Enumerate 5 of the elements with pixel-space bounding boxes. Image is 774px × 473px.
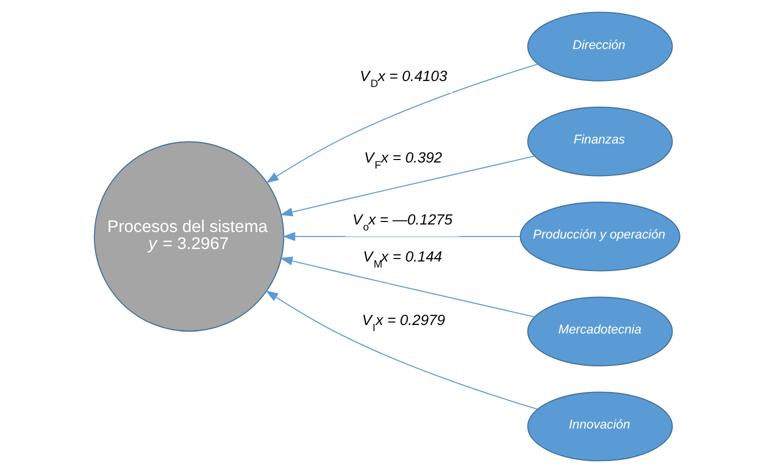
edge-label: V$_{F}$x = 0.392 bbox=[364, 150, 442, 172]
edge-label: V$_{I}$x = 0.2979 bbox=[362, 312, 446, 334]
edge-label: V$_{D}$x = 0.4103 bbox=[360, 69, 448, 90]
edge-label: V$_{M}$x = 0.144 bbox=[363, 250, 442, 271]
edge-label: V$_{o}$x = —0.1275 bbox=[352, 212, 452, 234]
